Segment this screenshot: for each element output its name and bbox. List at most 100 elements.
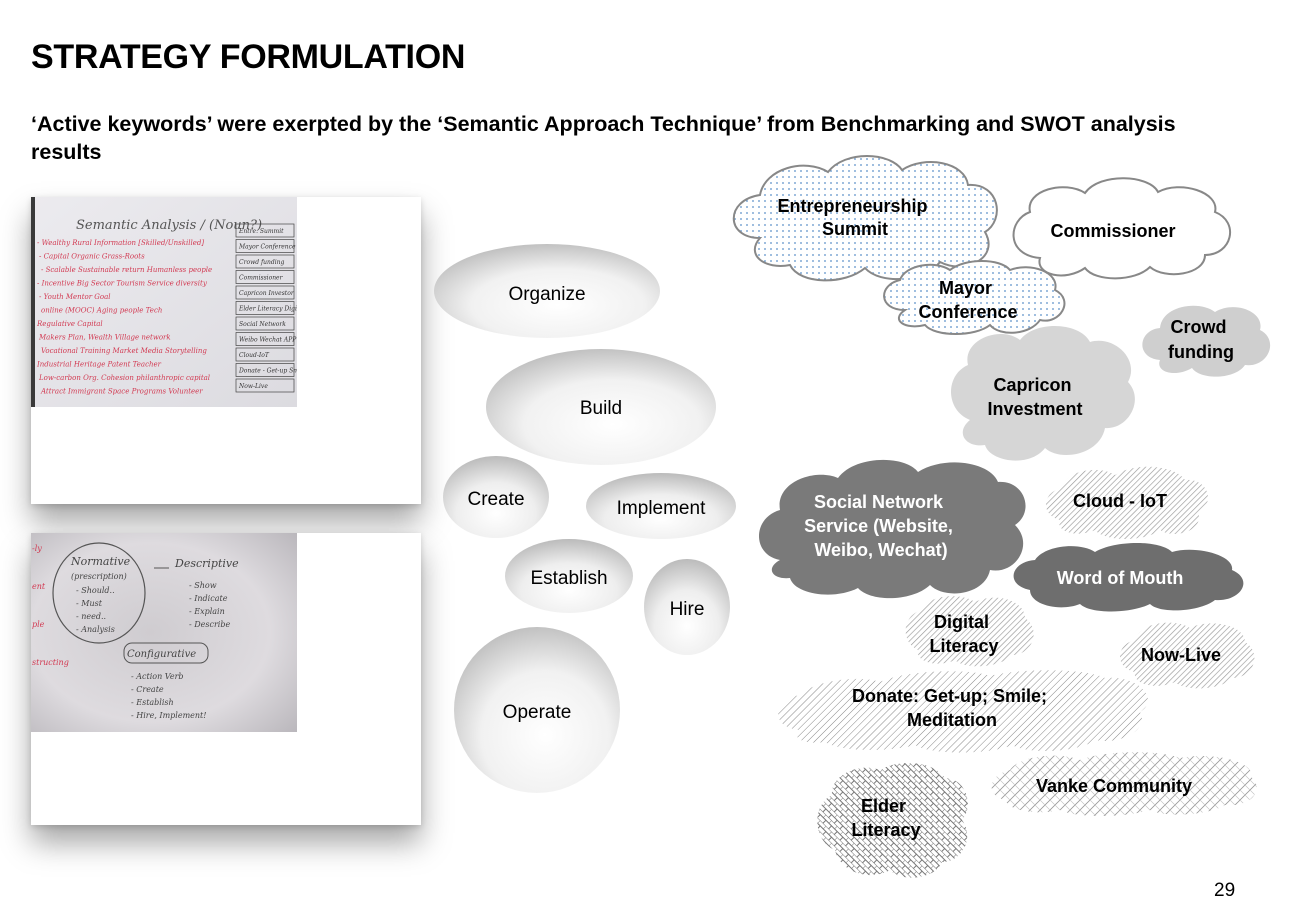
verb-bubble-create: Create — [443, 456, 549, 538]
cloud-label-line: Literacy — [851, 820, 920, 840]
slide-title: STRATEGY FORMULATION — [31, 38, 466, 76]
whiteboard-photo-2: Normative (prescription) Descriptive Con… — [31, 533, 297, 732]
whiteboard-2-item: - Explain — [189, 607, 225, 616]
verb-label: Organize — [508, 284, 585, 305]
cloud-label: Crowd funding — [1168, 317, 1234, 362]
whiteboard-1-line: - Youth Mentor Goal — [39, 293, 111, 301]
descriptive-label: Descriptive — [174, 557, 239, 570]
page-number: 29 — [1214, 880, 1236, 901]
whiteboard-1-box-label: Elder Literacy Digital — [238, 306, 297, 313]
configurative-label: Configurative — [127, 649, 196, 660]
cloud-commissioner: Commissioner — [1012, 177, 1232, 280]
whiteboard-1-box-label: Now-Live — [238, 383, 268, 390]
whiteboard-photo-2-frame: Normative (prescription) Descriptive Con… — [31, 533, 421, 825]
whiteboard-1-box — [235, 301, 295, 315]
verb-bubble-establish: Establish — [505, 539, 633, 613]
whiteboard-2-item: - Analysis — [76, 625, 115, 634]
whiteboard-1-box — [235, 363, 295, 377]
cloud-label-line: Entrepreneurship — [777, 196, 927, 216]
whiteboard-1-box — [235, 285, 295, 300]
whiteboard-1-line: Vocational Training Market Media Storyte… — [41, 347, 207, 355]
cloud-label-line: Capricon — [993, 375, 1071, 395]
whiteboard-1-box — [235, 316, 295, 331]
whiteboard-1-box-label: Cloud-IoT — [239, 352, 270, 359]
cloud-label-line: Service (Website, — [804, 516, 953, 536]
cloud-capricon-investment: Capricon Investment — [950, 325, 1135, 461]
cloud-label-line: Investment — [987, 399, 1082, 419]
cloud-donate: Donate: Get-up; Smile; Meditation — [778, 670, 1148, 753]
whiteboard-1-box — [235, 378, 295, 393]
whiteboard-2-item: - need.. — [76, 612, 106, 621]
cloud-cloud-iot: Cloud - IoT — [1045, 466, 1208, 539]
whiteboard-1-box-label: Capricon Investor — [239, 290, 295, 297]
cloud-entrepreneurship-summit: Entrepreneurship Summit — [732, 155, 998, 282]
whiteboard-1-box — [235, 347, 295, 362]
whiteboard-2-item: - Show — [189, 581, 217, 590]
cloud-label-line: Digital — [934, 612, 989, 632]
verb-label: Build — [580, 398, 622, 419]
whiteboard-1-line: online (MOOC) Aging people Tech — [41, 307, 162, 315]
verb-bubble-build: Build — [486, 349, 716, 465]
whiteboard-1-box-label: Crowd funding — [239, 259, 285, 266]
cloud-label-line: Social Network — [814, 492, 944, 512]
whiteboard-1-line: Low-carbon Org. Cohesion philanthropic c… — [38, 374, 210, 382]
whiteboard-2-item: -ly — [32, 544, 42, 553]
whiteboard-1-box-label: Entre. Summit — [238, 228, 284, 235]
cloud-label: Elder Literacy — [851, 796, 920, 840]
whiteboard-2-item: - Must — [76, 599, 103, 608]
whiteboard-1-line: - Capital Organic Grass-Roots — [39, 253, 145, 261]
whiteboard-2-item: - Establish — [131, 698, 174, 707]
cloud-label-line: Crowd — [1170, 317, 1226, 337]
whiteboard-1-box-label: Donate - Get-up Smile Meditation — [238, 368, 297, 375]
cloud-elder-literacy: Elder Literacy — [817, 763, 968, 878]
verb-label: Create — [467, 489, 524, 510]
whiteboard-1-header: Semantic Analysis / (Noun?) — [76, 218, 262, 233]
whiteboard-photo-1: Semantic Analysis / (Noun?) - Wealthy Ru… — [31, 197, 297, 407]
cloud-word-of-mouth: Word of Mouth — [1013, 543, 1244, 612]
cloud-crowd-funding: Crowd funding — [1142, 305, 1271, 377]
whiteboard-2-item: - Should.. — [76, 586, 115, 595]
cloud-label: Word of Mouth — [1057, 568, 1184, 588]
normative-label: Normative — [70, 555, 131, 568]
whiteboard-2-item: - Create — [131, 685, 164, 694]
whiteboard-1-box — [235, 254, 295, 269]
cloud-label-line: Mayor — [939, 278, 992, 298]
whiteboard-1-line: Regulative Capital — [36, 320, 103, 328]
cloud-label-line: Weibo, Wechat) — [814, 540, 947, 560]
whiteboard-1-box — [235, 270, 295, 284]
cloud-label: Now-Live — [1141, 645, 1221, 665]
whiteboard-1-box — [235, 223, 295, 238]
cloud-label-line: Donate: Get-up; Smile; — [852, 686, 1047, 706]
verb-bubble-hire: Hire — [644, 559, 730, 655]
verb-label: Establish — [530, 568, 607, 589]
whiteboard-2-item: structing — [32, 658, 69, 667]
whiteboard-1-line: - Scalable Sustainable return Humanless … — [41, 266, 212, 274]
whiteboard-1-line: - Incentive Big Sector Tourism Service d… — [37, 280, 208, 288]
cloud-label-line: Elder — [861, 796, 906, 816]
verb-label: Operate — [503, 702, 572, 723]
cloud-label: Cloud - IoT — [1073, 491, 1167, 511]
verb-bubble-organize: Organize — [434, 244, 660, 338]
whiteboard-2-item: - Action Verb — [131, 672, 184, 681]
cloud-label: Capricon Investment — [987, 375, 1082, 419]
cloud-social-network-service: Social Network Service (Website, Weibo, … — [759, 459, 1026, 599]
whiteboard-2-item: - Indicate — [189, 594, 228, 603]
cloud-label: Social Network Service (Website, Weibo, … — [804, 492, 958, 560]
whiteboard-photo-1-frame: Semantic Analysis / (Noun?) - Wealthy Ru… — [31, 197, 421, 504]
cloud-label: Digital Literacy — [929, 612, 998, 656]
whiteboard-1-line: Attract Immigrant Space Programs Volunte… — [40, 388, 203, 396]
whiteboard-1-box-label: Commissioner — [239, 275, 284, 282]
whiteboard-1-line: - Wealthy Rural Information [Skilled/Uns… — [37, 239, 204, 247]
whiteboard-1-box-label: Weibo Wechat APP — [239, 337, 297, 344]
verb-label: Hire — [670, 599, 705, 620]
whiteboard-2-item: ent — [32, 582, 46, 591]
whiteboard-2-item: - Describe — [189, 620, 230, 629]
verb-bubble-implement: Implement — [586, 473, 736, 539]
cloud-label: Commissioner — [1050, 221, 1175, 241]
whiteboard-1-box — [235, 239, 295, 253]
cloud-mayor-conference: Mayor Conference — [883, 260, 1066, 335]
cloud-label-line: funding — [1168, 342, 1234, 362]
whiteboard-1-box-label: Mayor Conference — [238, 244, 296, 251]
cloud-label-line: Literacy — [929, 636, 998, 656]
